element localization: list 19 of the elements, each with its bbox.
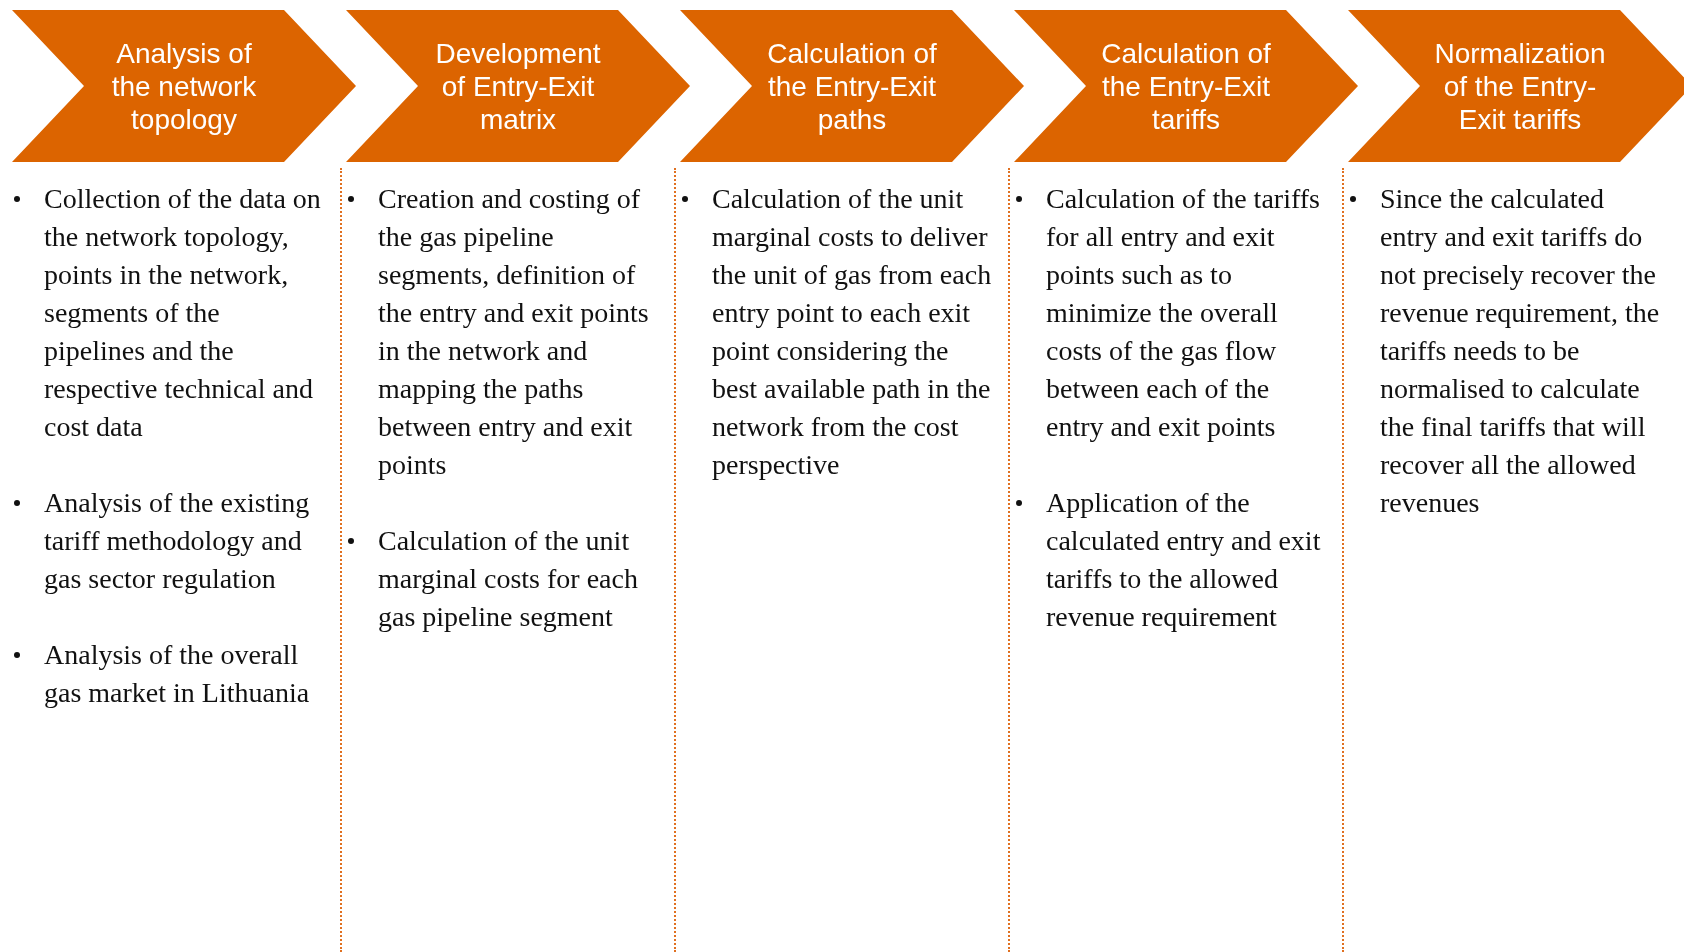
chevron-step bbox=[1348, 10, 1684, 162]
step-title: Analysis of the network topology bbox=[110, 36, 258, 136]
chevron-step bbox=[12, 10, 356, 162]
bullet-text: Calculation of the unit marginal costs for each gas pipeline segment bbox=[378, 524, 639, 634]
bullet-text: Analysis of the overall gas market in Lithuania bbox=[44, 638, 311, 710]
bullet-text: Analysis of the existing tariff methodology and gas sector regulation bbox=[44, 486, 311, 596]
bullet-text: Application of the calculated entry and exit tariffs to the allowed revenue requirement bbox=[1046, 486, 1322, 634]
step-title: Calculation of the Entry-Exit paths bbox=[766, 36, 938, 136]
step-title: Development of Entry-Exit matrix bbox=[434, 36, 602, 136]
chevron-step bbox=[680, 10, 1024, 162]
bullet-text: Collection of the data on the network topology, points in the network, segments of the pipelines and the respective technical and cost data bbox=[44, 182, 322, 444]
bullet-text: Calculation of the unit marginal costs to deliver the unit of gas from each entry point to each exit point considering the best available path in the network from the cost perspective bbox=[712, 182, 992, 482]
step-title: Calculation of the Entry-Exit tariffs bbox=[1100, 36, 1272, 136]
chevron-step bbox=[346, 10, 690, 162]
bullet-text: Calculation of the tariffs for all entry and exit points such as to minimize the overall costs of the gas flow between each of the entry and exit points bbox=[1046, 182, 1321, 444]
bullet-text: Creation and costing of the gas pipeline segments, definition of the entry and exit points in the network and mapping the paths between entry and exit points bbox=[378, 182, 650, 482]
step-title: Normalization of the Entry-Exit tariffs bbox=[1433, 36, 1607, 136]
chevron-step bbox=[1014, 10, 1358, 162]
bullet-text: Since the calculated entry and exit tariffs do not precisely recover the revenue requirement, the tariffs needs to be normalised to calculate the final tariffs that will recover all the allowed revenues bbox=[1380, 182, 1660, 520]
